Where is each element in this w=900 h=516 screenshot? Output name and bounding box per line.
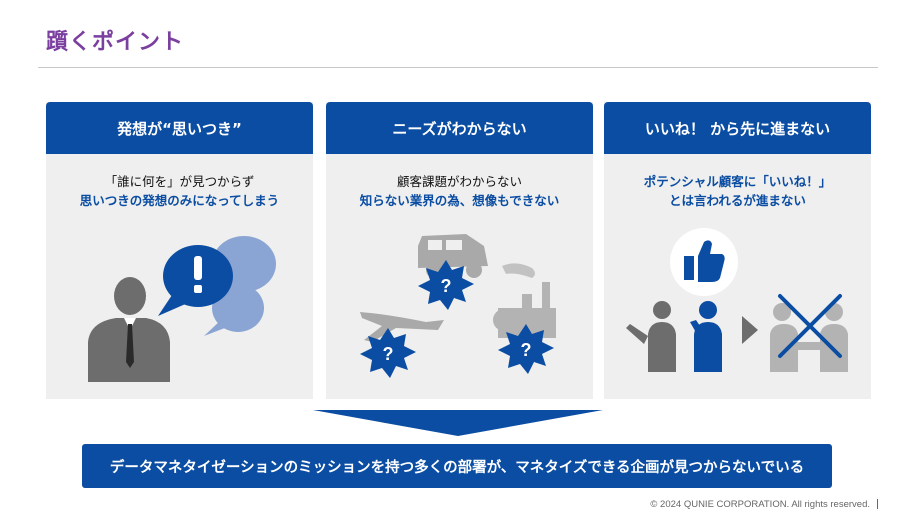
- card-line2: 思いつきの発想のみになってしまう: [79, 193, 280, 208]
- card-line2: とは言われるが進まない: [669, 193, 806, 208]
- handshake-icon: [770, 303, 848, 372]
- page-marker: [877, 499, 878, 509]
- conclusion-banner: データマネタイゼーションのミッションを持つ多くの部署が、マネタイズできる企画が見…: [82, 444, 832, 488]
- card-line2: 知らない業界の為、想像もできない: [359, 193, 560, 208]
- business-pair-icon: [626, 301, 722, 372]
- card-needs: ニーズがわからない 顧客課題がわからない 知らない業界の為、想像もできない ? …: [326, 102, 593, 399]
- svg-text:?: ?: [383, 344, 394, 364]
- card-line1: ポテンシャル顧客に「いいね！」: [643, 174, 832, 189]
- exclamation-icon: [194, 256, 202, 293]
- card-illustration: ? ? ?: [360, 234, 556, 378]
- car-icon: [418, 234, 488, 278]
- card-illustration: [88, 236, 276, 382]
- card-line1: 顧客課題がわからない: [396, 174, 522, 189]
- svg-text:?: ?: [441, 276, 452, 296]
- card-heading: ニーズがわからない: [326, 102, 593, 154]
- down-arrow-icon: [313, 410, 603, 436]
- card-description: 顧客課題がわからない 知らない業界の為、想像もできない: [326, 172, 593, 210]
- card-illustration: [626, 228, 848, 372]
- question-burst-icon: ? ? ?: [360, 260, 554, 378]
- copyright-footer: © 2024 QUNIE CORPORATION. All rights res…: [650, 499, 870, 510]
- person-icon: [88, 277, 170, 382]
- cross-mark-icon: [778, 294, 842, 358]
- card-line1: 「誰に何を」が見つからず: [104, 174, 255, 189]
- card-description: 「誰に何を」が見つからず 思いつきの発想のみになってしまう: [46, 172, 313, 210]
- title-divider: [38, 67, 878, 68]
- card-likes: いいね！ から先に進まない ポテンシャル顧客に「いいね！」 とは言われるが進まな…: [604, 102, 871, 399]
- card-idea: 発想が“思いつき” 「誰に何を」が見つからず 思いつきの発想のみになってしまう: [46, 102, 313, 399]
- thumbs-up-icon: [670, 228, 738, 296]
- card-heading: 発想が“思いつき”: [46, 102, 313, 154]
- svg-text:?: ?: [521, 340, 532, 360]
- speech-bubble-icon: [158, 236, 276, 336]
- play-arrow-icon: [742, 316, 758, 344]
- page-title: 躓くポイント: [46, 30, 185, 55]
- card-description: ポテンシャル顧客に「いいね！」 とは言われるが進まない: [604, 172, 871, 210]
- card-heading: いいね！ から先に進まない: [604, 102, 871, 154]
- airplane-icon: [360, 312, 444, 342]
